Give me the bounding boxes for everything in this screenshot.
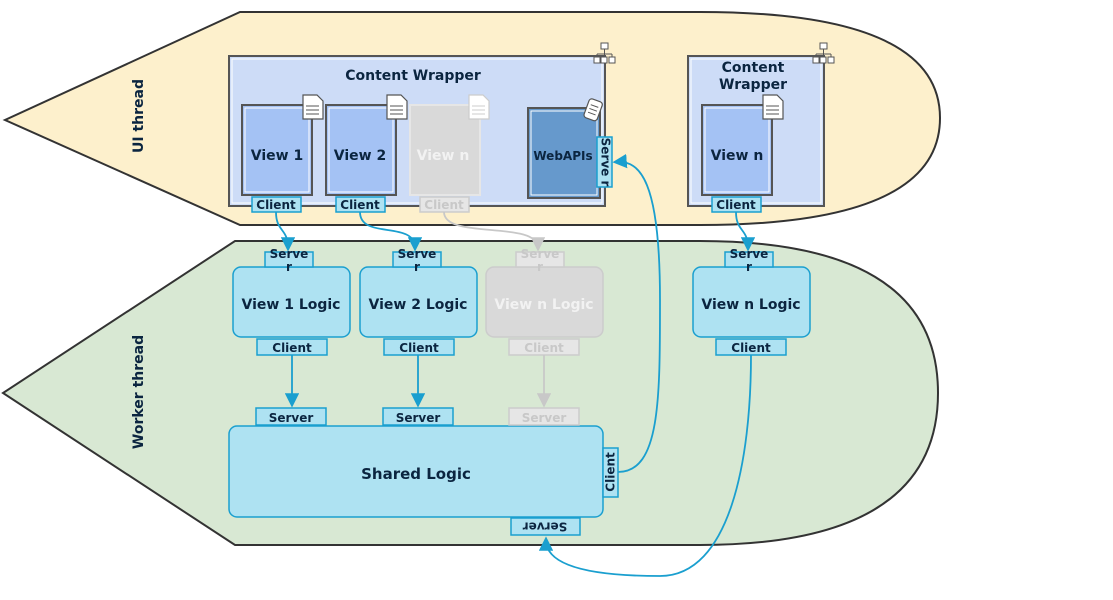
view-n-logic-client-text: Client: [731, 341, 771, 355]
scroll-icon: [583, 98, 603, 122]
shared-server-tag-2[interactable]: [382, 407, 454, 426]
content-wrapper-1-title: Content Wrapper: [345, 68, 481, 84]
shared-server-text-2: Server: [396, 411, 441, 425]
view-1-logic-server-line2: r: [286, 260, 292, 274]
view-1-box[interactable]: [241, 104, 313, 196]
arrow-view2-client-to-logic: [359, 211, 423, 252]
view-2-logic-server-line1: Serve: [398, 247, 437, 261]
shared-server-tag-3-disabled: [508, 407, 580, 426]
view-n-disabled-client-text: Client: [424, 198, 464, 212]
view-n-logic-disabled-label: View n Logic: [494, 297, 593, 313]
arrow-viewn-client-to-logic: [735, 211, 756, 252]
view-2-client-text: Client: [340, 198, 380, 212]
view-n-logic-server-tag[interactable]: [724, 251, 774, 268]
view-n-logic-server-line1: Serve: [730, 247, 769, 261]
arrow-logicn-client-to-shared-server: [538, 354, 752, 577]
view-1-label: View 1: [251, 148, 303, 164]
document-icon: [762, 94, 784, 120]
view-1-logic-client-text: Client: [272, 341, 312, 355]
document-icon: [468, 94, 490, 120]
view-1-client-text: Client: [256, 198, 296, 212]
view-n-logic-disabled-server-line1: Serve: [521, 247, 560, 261]
view-2-logic-client-text: Client: [399, 341, 439, 355]
webapis-label: WebAPIs: [533, 149, 592, 163]
shared-server-text-3-disabled: Server: [522, 411, 567, 425]
view-n-label: View n: [711, 148, 764, 164]
view-1-logic-server-tag[interactable]: [264, 251, 314, 268]
document-icon: [386, 94, 408, 120]
view-2-logic-label: View 2 Logic: [369, 297, 468, 313]
view-2-box[interactable]: [325, 104, 397, 196]
shared-server-tag-1[interactable]: [255, 407, 327, 426]
shared-server-bottom-text: Server: [523, 520, 568, 534]
arrow-shared-client-to-webapis: [612, 153, 661, 473]
view-n-disabled-label: View n: [417, 148, 470, 164]
view-1-logic-label: View 1 Logic: [242, 297, 341, 313]
view-n-logic-disabled-client-text: Client: [524, 341, 564, 355]
shared-logic-label: Shared Logic: [361, 465, 471, 483]
view-n-logic-disabled-server-line2: r: [537, 260, 543, 274]
view-1-logic-server-line1: Serve: [270, 247, 309, 261]
webapis-box[interactable]: [527, 107, 601, 199]
view-n-logic-disabled-server-tag: [515, 251, 565, 268]
ui-thread-label: UI thread: [131, 79, 147, 153]
view-2-logic-server-line2: r: [414, 260, 420, 274]
view-n-logic-server-line2: r: [746, 260, 752, 274]
webapis-server-tag[interactable]: [596, 136, 613, 188]
hierarchy-icon: [812, 42, 835, 64]
view-n-logic-label: View n Logic: [701, 297, 800, 313]
shared-server-text-1: Server: [269, 411, 314, 425]
content-wrapper-2-title-line1: Content: [722, 60, 785, 76]
view-n-client-text: Client: [716, 198, 756, 212]
view-n-box[interactable]: [701, 104, 773, 196]
shared-client-text: Client: [604, 452, 618, 492]
worker-thread-label: Worker thread: [131, 335, 147, 449]
document-icon: [302, 94, 324, 120]
shared-server-bottom-tag[interactable]: [510, 517, 581, 536]
webapis-server-text: Serve r: [599, 138, 613, 187]
view-2-logic-server-tag[interactable]: [392, 251, 442, 268]
view-n-disabled-box: [409, 104, 481, 196]
hierarchy-icon: [593, 42, 616, 64]
content-wrapper-2-title-line2: Wrapper: [719, 77, 787, 93]
arrow-view1-client-to-logic: [275, 211, 296, 252]
arrow-viewn-disabled-client-to-logic: [443, 211, 546, 252]
view-2-label: View 2: [334, 148, 386, 164]
view-2-logic-client-tag[interactable]: [383, 338, 455, 356]
